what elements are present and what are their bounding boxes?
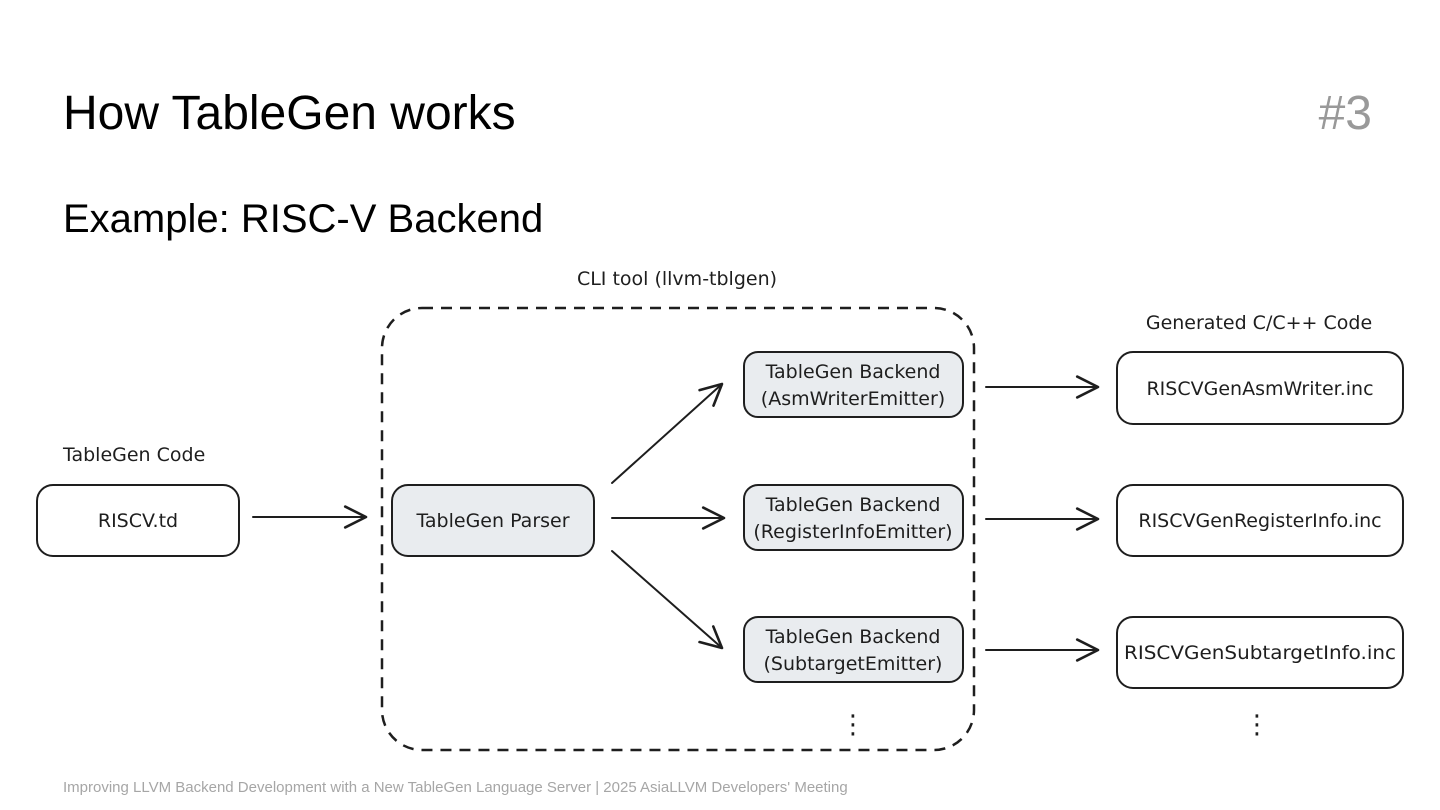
slide-title: How TableGen works [63, 87, 516, 140]
parser-node: TableGen Parser [391, 484, 595, 557]
output-file-subtargetinfo: RISCVGenSubtargetInfo.inc [1116, 616, 1404, 689]
slide-subtitle: Example: RISC-V Backend [63, 197, 544, 241]
backend-line1: TableGen Backend [765, 626, 941, 648]
output-ellipsis: ⋮ [1244, 710, 1270, 740]
backend-line1: TableGen Backend [765, 361, 941, 383]
cli-tool-container [380, 306, 976, 752]
backend-line1: TableGen Backend [765, 494, 941, 516]
backend-ellipsis: ⋮ [840, 710, 866, 740]
backend-node-subtarget: TableGen Backend (SubtargetEmitter) [743, 616, 964, 683]
arrow-parser-to-asmwriter [611, 382, 724, 484]
output-file-asmwriter: RISCVGenAsmWriter.inc [1116, 351, 1404, 425]
parser-text: TableGen Parser [415, 510, 569, 532]
input-label: TableGen Code [62, 444, 205, 466]
input-file-text: RISCV.td [98, 510, 178, 532]
backend-line2: (RegisterInfoEmitter) [753, 521, 952, 543]
output-label: Generated C/C++ Code [1146, 312, 1372, 334]
output-file-text: RISCVGenRegisterInfo.inc [1138, 510, 1381, 532]
backend-node-registerinfo: TableGen Backend (RegisterInfoEmitter) [743, 484, 964, 551]
backend-line2: (AsmWriterEmitter) [761, 388, 945, 410]
slide-number: #3 [1318, 87, 1372, 140]
backend-line2: (SubtargetEmitter) [764, 653, 943, 675]
output-file-text: RISCVGenAsmWriter.inc [1146, 378, 1373, 400]
cli-tool-label: CLI tool (llvm-tblgen) [577, 268, 777, 290]
backend-node-asmwriter: TableGen Backend (AsmWriterEmitter) [743, 351, 964, 418]
slide-footer: Improving LLVM Backend Development with … [63, 779, 848, 796]
output-file-text: RISCVGenSubtargetInfo.inc [1124, 642, 1396, 664]
output-file-registerinfo: RISCVGenRegisterInfo.inc [1116, 484, 1404, 557]
arrow-parser-to-subtarget [611, 550, 724, 650]
input-file-node: RISCV.td [36, 484, 240, 557]
